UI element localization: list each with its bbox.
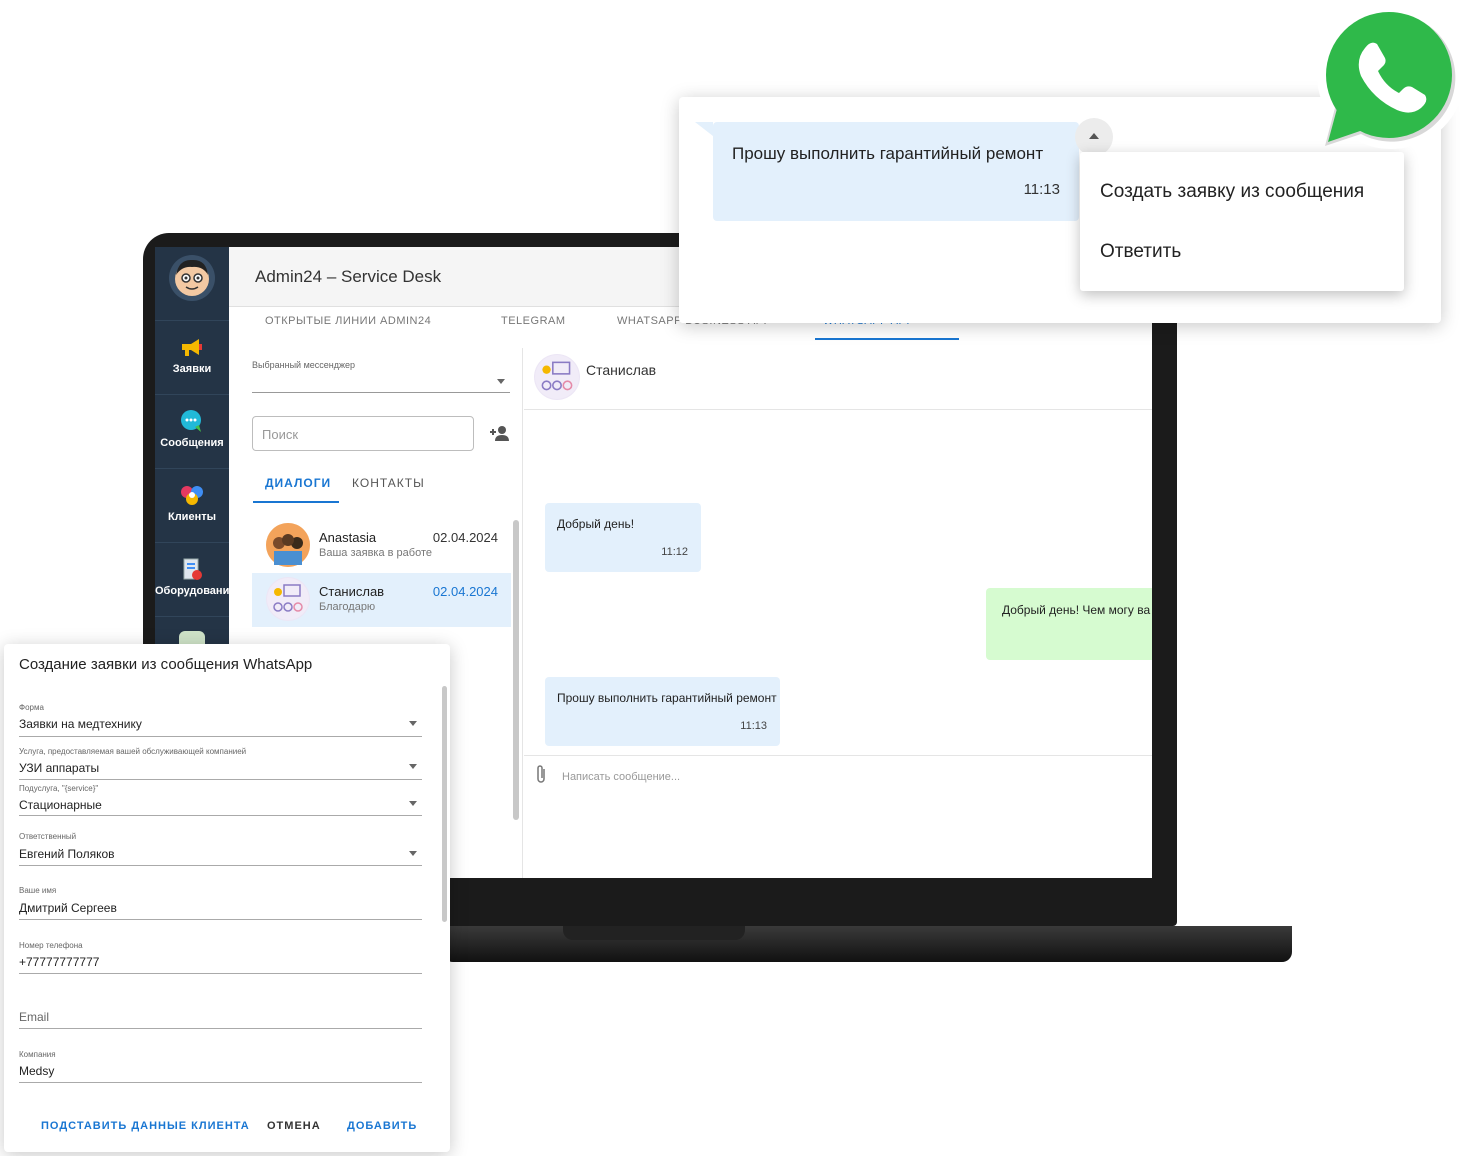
avatar (266, 523, 310, 567)
messenger-select-label: Выбранный мессенджер (252, 360, 356, 370)
message-time: 11:13 (740, 720, 767, 732)
message-text: Добрый день! Чем могу ва (1002, 603, 1151, 617)
dialog-scrollbar[interactable] (442, 686, 447, 922)
avatar (534, 354, 580, 400)
create-request-dialog (4, 644, 450, 1152)
messenger-select[interactable] (252, 392, 510, 393)
tab-dialogs[interactable]: ДИАЛОГИ (265, 476, 332, 490)
chevron-down-icon (409, 851, 417, 856)
select-responsible[interactable] (19, 865, 422, 866)
email-placeholder: Email (19, 1010, 50, 1024)
dialog-title: Создание заявки из сообщения WhatsApp (19, 656, 313, 673)
popup-message-text: Прошу выполнить гарантийный ремонт (732, 144, 1044, 163)
field-value-phone: +77777777777 (19, 955, 100, 969)
dialogs-scrollbar[interactable] (513, 520, 519, 820)
dialog-name: Станислав (319, 584, 385, 599)
input-name[interactable] (19, 919, 422, 920)
sidebar-item-label: Заявки (172, 363, 212, 375)
dialog-date: 02.04.2024 (432, 530, 498, 545)
add-button[interactable]: ДОБАВИТЬ (347, 1120, 418, 1132)
menu-item-reply[interactable]: Ответить (1100, 241, 1182, 262)
select-form[interactable] (19, 736, 422, 737)
equipment-icon (179, 557, 205, 581)
sidebar-item-equipment[interactable]: Оборудование (155, 542, 235, 614)
chat-bubble-icon (179, 409, 205, 433)
megaphone-icon (179, 335, 205, 359)
message-composer[interactable]: Написать сообщение... (524, 755, 1152, 799)
context-menu: Создать заявку из сообщения Ответить (1080, 152, 1404, 291)
select-service[interactable] (19, 779, 422, 780)
laptop-notch (563, 926, 745, 940)
message-bubble-incoming[interactable]: Добрый день! 11:12 (545, 503, 701, 572)
chevron-down-icon (409, 801, 417, 806)
field-value-form: Заявки на медтехнику (19, 717, 142, 731)
input-company[interactable] (19, 1082, 422, 1083)
tab-telegram[interactable]: TELEGRAM (501, 315, 566, 327)
chevron-down-icon (497, 379, 505, 384)
user-avatar[interactable] (169, 255, 215, 301)
popup-message-bubble[interactable]: Прошу выполнить гарантийный ремонт 11:13 (713, 122, 1079, 221)
dialogs-panel (241, 348, 523, 878)
field-label-company: Компания (19, 1050, 56, 1059)
sidebar-item-label: Оборудование (155, 585, 236, 597)
field-label-name: Ваше имя (19, 886, 57, 895)
chevron-down-icon (409, 721, 417, 726)
field-label-subservice: Подуслуга, "{service}" (19, 784, 99, 793)
field-value-service: УЗИ аппараты (19, 761, 100, 775)
search-placeholder: Поиск (262, 427, 299, 442)
whatsapp-logo-icon (1313, 0, 1465, 156)
avatar (266, 577, 310, 621)
clients-icon (179, 483, 205, 507)
paperclip-icon[interactable] (535, 764, 547, 789)
menu-item-create-request[interactable]: Создать заявку из сообщения (1100, 181, 1365, 202)
bubble-tail (695, 122, 713, 136)
field-value-responsible: Евгений Поляков (19, 847, 115, 861)
active-list-tab-indicator (253, 501, 339, 503)
field-value-company: Medsy (19, 1064, 55, 1078)
tab-open-lines[interactable]: ОТКРЫТЫЕ ЛИНИИ ADMIN24 (265, 315, 432, 327)
dialog-last-message: Благодарю (319, 601, 376, 613)
sidebar-item-label: Сообщения (160, 437, 224, 449)
field-label-form: Форма (19, 703, 44, 712)
dialog-last-message: Ваша заявка в работе (319, 547, 432, 559)
popup-message-time: 11:13 (1023, 181, 1060, 198)
message-text: Прошу выполнить гарантийный ремонт (557, 691, 777, 705)
tab-contacts[interactable]: КОНТАКТЫ (352, 476, 425, 490)
chat-contact-name: Станислав (586, 362, 657, 378)
dialog-date: 02.04.2024 (432, 584, 498, 599)
app-title: Admin24 – Service Desk (255, 267, 442, 286)
cancel-button[interactable]: ОТМЕНА (267, 1120, 321, 1132)
sidebar-item-requests[interactable]: Заявки (155, 320, 229, 392)
input-email[interactable] (19, 1028, 422, 1029)
field-label-service: Услуга, предоставляемая вашей обслуживаю… (19, 747, 247, 756)
add-contact-icon[interactable] (489, 425, 509, 444)
search-input[interactable]: Поиск (252, 416, 474, 451)
message-bubble-outgoing[interactable]: Добрый день! Чем могу ва (986, 588, 1152, 660)
message-time: 11:12 (661, 546, 688, 558)
message-bubble-incoming[interactable]: Прошу выполнить гарантийный ремонт 11:13 (545, 677, 780, 746)
fill-client-data-button[interactable]: ПОДСТАВИТЬ ДАННЫЕ КЛИЕНТА (41, 1120, 250, 1132)
sidebar-item-label: Клиенты (167, 511, 216, 523)
field-value-subservice: Стационарные (19, 798, 102, 812)
dialog-row[interactable]: Anastasia Ваша заявка в работе 02.04.202… (252, 519, 511, 573)
active-tab-indicator (815, 338, 959, 340)
message-text: Добрый день! (557, 517, 635, 531)
dialog-name: Anastasia (319, 530, 377, 545)
chat-header: Станислав (524, 348, 1152, 410)
chevron-down-icon (409, 764, 417, 769)
sidebar-item-messages[interactable]: Сообщения (155, 394, 229, 466)
sidebar-item-clients[interactable]: Клиенты (155, 468, 229, 540)
composer-placeholder: Написать сообщение... (562, 771, 681, 783)
select-subservice[interactable] (19, 815, 422, 816)
input-phone[interactable] (19, 973, 422, 974)
field-value-name: Дмитрий Сергеев (19, 901, 117, 915)
collapse-menu-button[interactable] (1075, 118, 1113, 156)
dialog-row-selected[interactable]: Станислав Благодарю 02.04.2024 (252, 573, 511, 627)
field-label-phone: Номер телефона (19, 941, 83, 950)
field-label-responsible: Ответственный (19, 832, 77, 841)
